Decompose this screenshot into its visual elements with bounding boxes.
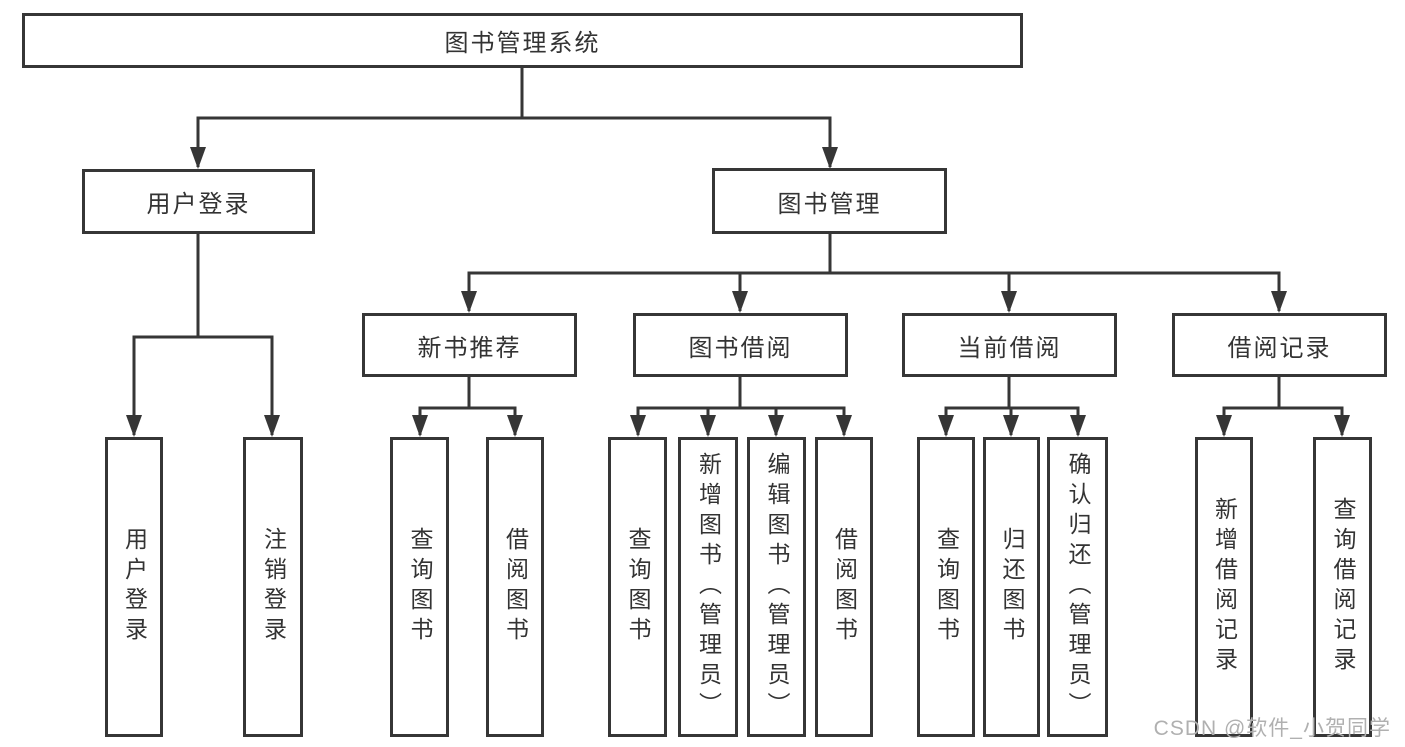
node-br-add-record: 新增借阅记录 — [1195, 437, 1253, 737]
node-user-login: 用户登录 — [82, 169, 315, 234]
node-nbr-query-books: 查询图书 — [390, 437, 449, 737]
node-user-login-action: 用户登录 — [105, 437, 163, 737]
node-br-query-record: 查询借阅记录 — [1313, 437, 1372, 737]
node-new-book-recommendation: 新书推荐 — [362, 313, 577, 377]
node-borrowing-records: 借阅记录 — [1172, 313, 1387, 377]
node-bb-borrow-books: 借阅图书 — [815, 437, 873, 737]
node-cb-confirm-return-admin: 确认归还（管理员） — [1047, 437, 1108, 737]
node-book-management: 图书管理 — [712, 168, 947, 234]
arrowheads — [126, 147, 1350, 437]
node-nbr-borrow-books: 借阅图书 — [486, 437, 544, 737]
node-library-management-system: 图书管理系统 — [22, 13, 1023, 68]
node-bb-add-books-admin: 新增图书（管理员） — [678, 437, 738, 737]
node-current-borrowing: 当前借阅 — [902, 313, 1117, 377]
node-bb-query-books: 查询图书 — [608, 437, 667, 737]
node-bb-edit-books-admin: 编辑图书（管理员） — [747, 437, 806, 737]
node-cb-query-books: 查询图书 — [917, 437, 975, 737]
node-cb-return-books: 归还图书 — [983, 437, 1040, 737]
csdn-watermark: CSDN @软件_小贺同学 — [1153, 717, 1391, 740]
node-logout: 注销登录 — [243, 437, 303, 737]
node-book-borrowing: 图书借阅 — [633, 313, 848, 377]
